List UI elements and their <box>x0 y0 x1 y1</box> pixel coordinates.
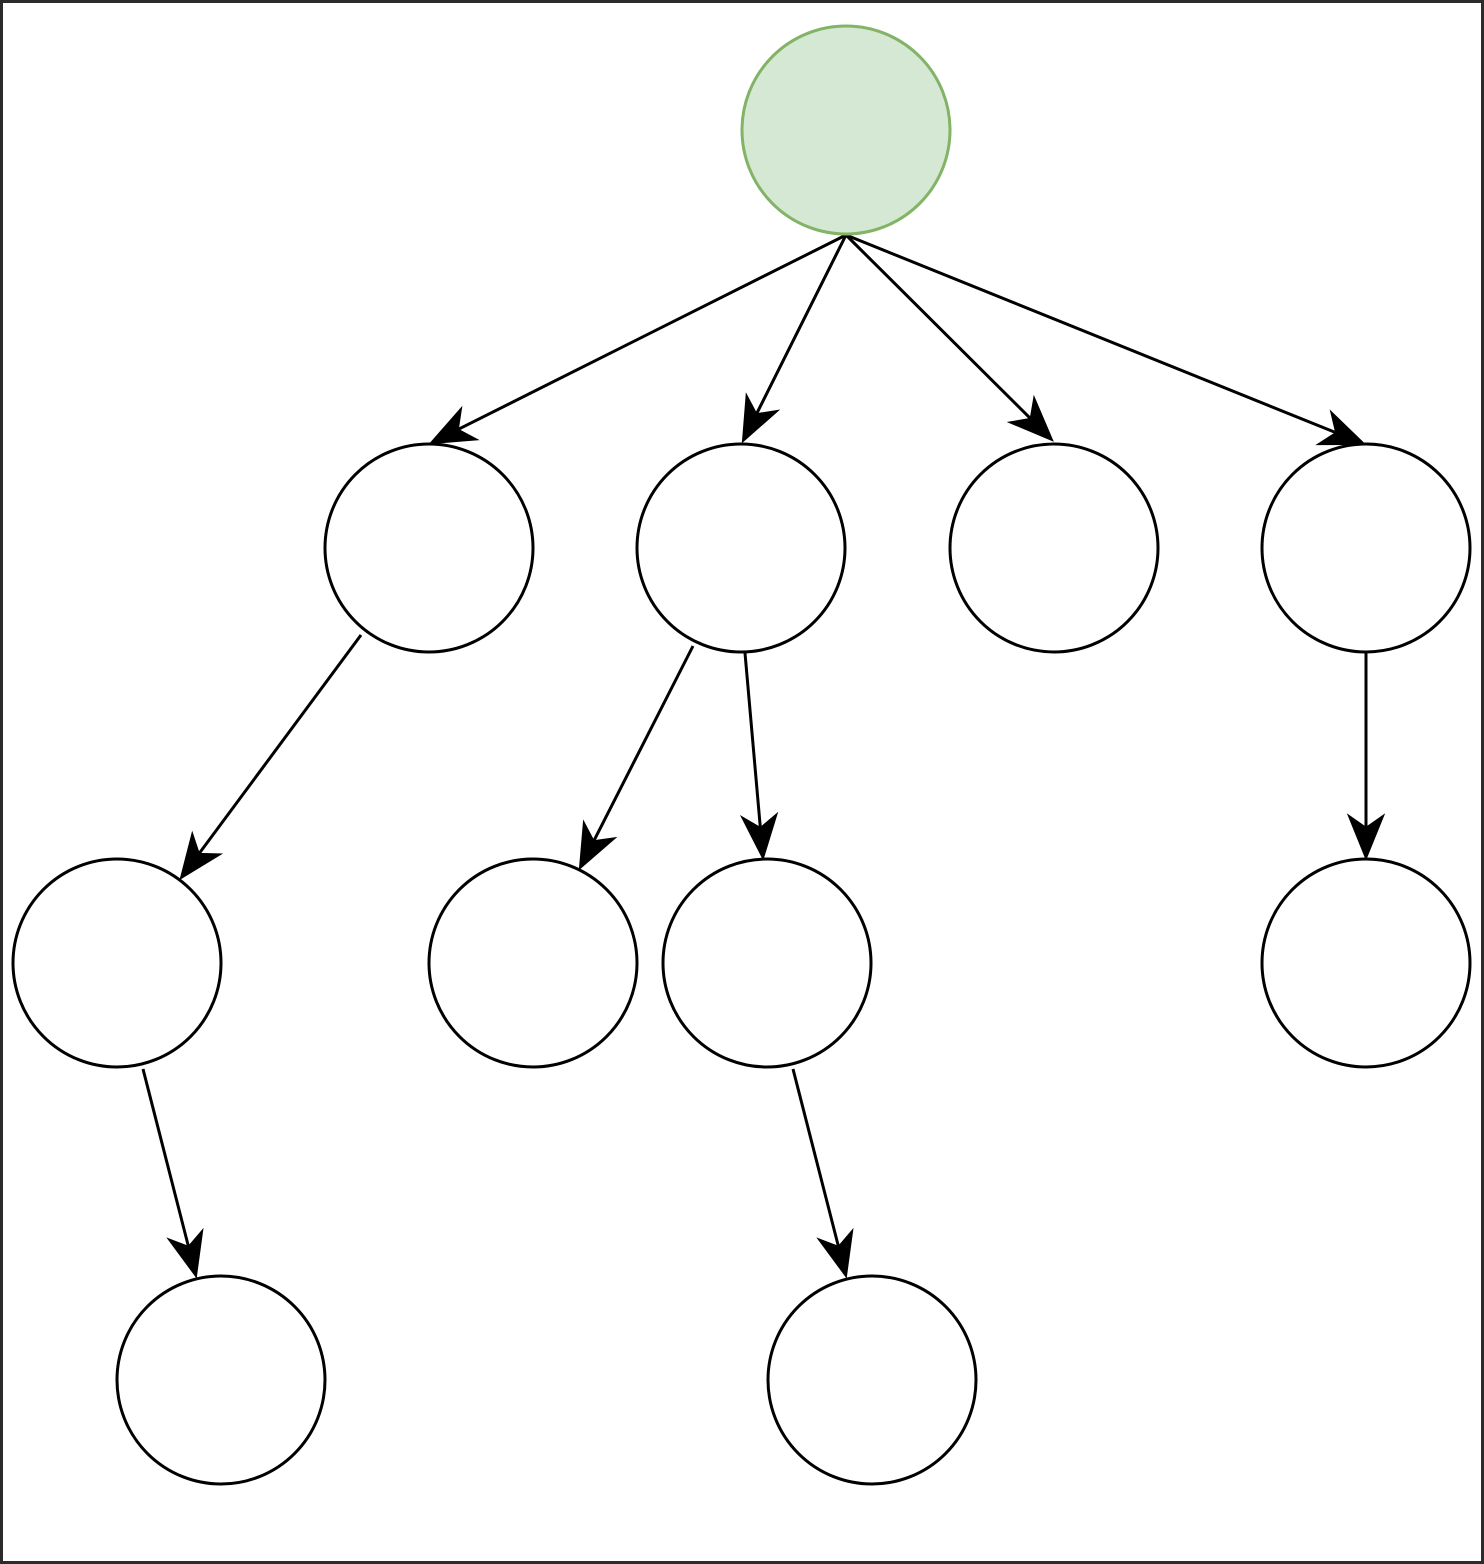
arrowhead-icon <box>428 405 480 445</box>
tree-node-a1 <box>11 857 223 1069</box>
nodes-layer <box>11 24 1472 1486</box>
tree-node-b2x <box>766 1274 978 1486</box>
edge-root-to-b <box>741 234 848 444</box>
edge-line <box>791 1068 841 1248</box>
arrowhead-icon <box>816 1227 854 1279</box>
arrowhead-icon <box>166 1227 204 1279</box>
arrowhead-icon <box>578 819 618 871</box>
tree-diagram <box>11 24 1472 1486</box>
edge-line <box>197 634 363 855</box>
edge-a-to-a1 <box>179 634 363 881</box>
edge-a1-to-a1x <box>141 1068 204 1279</box>
tree-node-c <box>948 442 1160 654</box>
edges-layer <box>141 233 1386 1279</box>
edge-b-to-b1 <box>578 645 695 871</box>
edge-b2-to-b2x <box>791 1068 854 1279</box>
edge-line <box>845 233 1337 435</box>
edge-line <box>755 234 848 415</box>
root-node <box>740 24 952 236</box>
edge-line <box>844 233 1032 420</box>
tree-node-a <box>323 442 535 654</box>
arrowhead-icon <box>1315 409 1367 446</box>
edge-root-to-d <box>845 233 1367 446</box>
edge-d-to-d1 <box>1346 653 1386 861</box>
tree-node-b <box>635 442 847 654</box>
tree-node-d1 <box>1260 857 1472 1069</box>
arrowhead-icon <box>1006 394 1054 442</box>
arrowhead-icon <box>739 811 779 861</box>
tree-node-b1 <box>427 857 639 1069</box>
edge-root-to-c <box>844 233 1054 442</box>
edge-line <box>457 233 847 431</box>
tree-node-a1x <box>115 1274 327 1486</box>
arrowhead-icon <box>741 392 781 444</box>
edge-line <box>743 652 762 829</box>
edge-b-to-b2 <box>739 652 779 861</box>
arrowhead-icon <box>179 830 224 881</box>
edge-line <box>592 645 695 842</box>
edge-root-to-a <box>428 233 847 445</box>
edge-line <box>141 1068 191 1248</box>
tree-node-b2 <box>661 857 873 1069</box>
arrowhead-icon <box>1346 813 1386 861</box>
tree-node-d <box>1260 442 1472 654</box>
